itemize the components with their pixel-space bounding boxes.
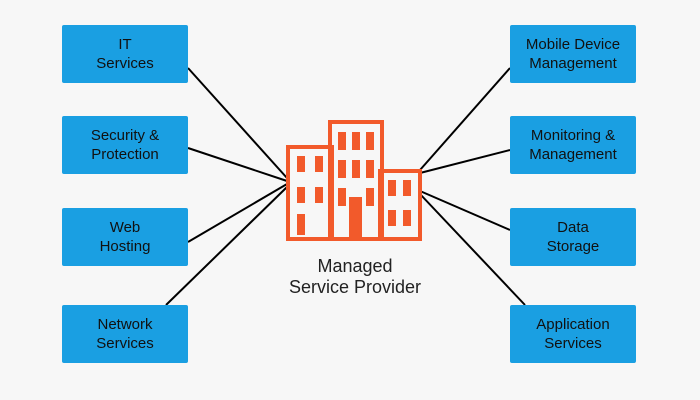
node-label: Web Hosting (99, 219, 151, 255)
connector-monitoring-management (419, 149, 511, 174)
node-label: Monitoring & Management (529, 127, 617, 163)
node-label: IT Services (96, 36, 154, 72)
node-monitoring-management: Monitoring & Management (510, 116, 636, 174)
node-security-protection: Security & Protection (62, 116, 188, 174)
connector-it-services (187, 67, 288, 179)
node-mobile-device-management: Mobile Device Management (510, 25, 636, 83)
node-label: Mobile Device Management (525, 36, 621, 72)
connector-network-services (165, 186, 288, 306)
node-application-services: Application Services (510, 305, 636, 363)
node-label: Application Services (536, 316, 610, 352)
node-label: Network Services (96, 316, 154, 352)
node-label: Data Storage (546, 219, 600, 255)
connector-security-protection (187, 147, 288, 182)
connector-application-services (419, 193, 526, 306)
node-data-storage: Data Storage (510, 208, 636, 266)
center-label: Managed Service Provider (288, 256, 422, 297)
connector-mobile-device-management (419, 67, 511, 171)
node-label: Security & Protection (90, 127, 160, 163)
connector-data-storage (419, 190, 511, 231)
node-it-services: IT Services (62, 25, 188, 83)
node-web-hosting: Web Hosting (62, 208, 188, 266)
connector-web-hosting (187, 183, 288, 243)
node-network-services: Network Services (62, 305, 188, 363)
